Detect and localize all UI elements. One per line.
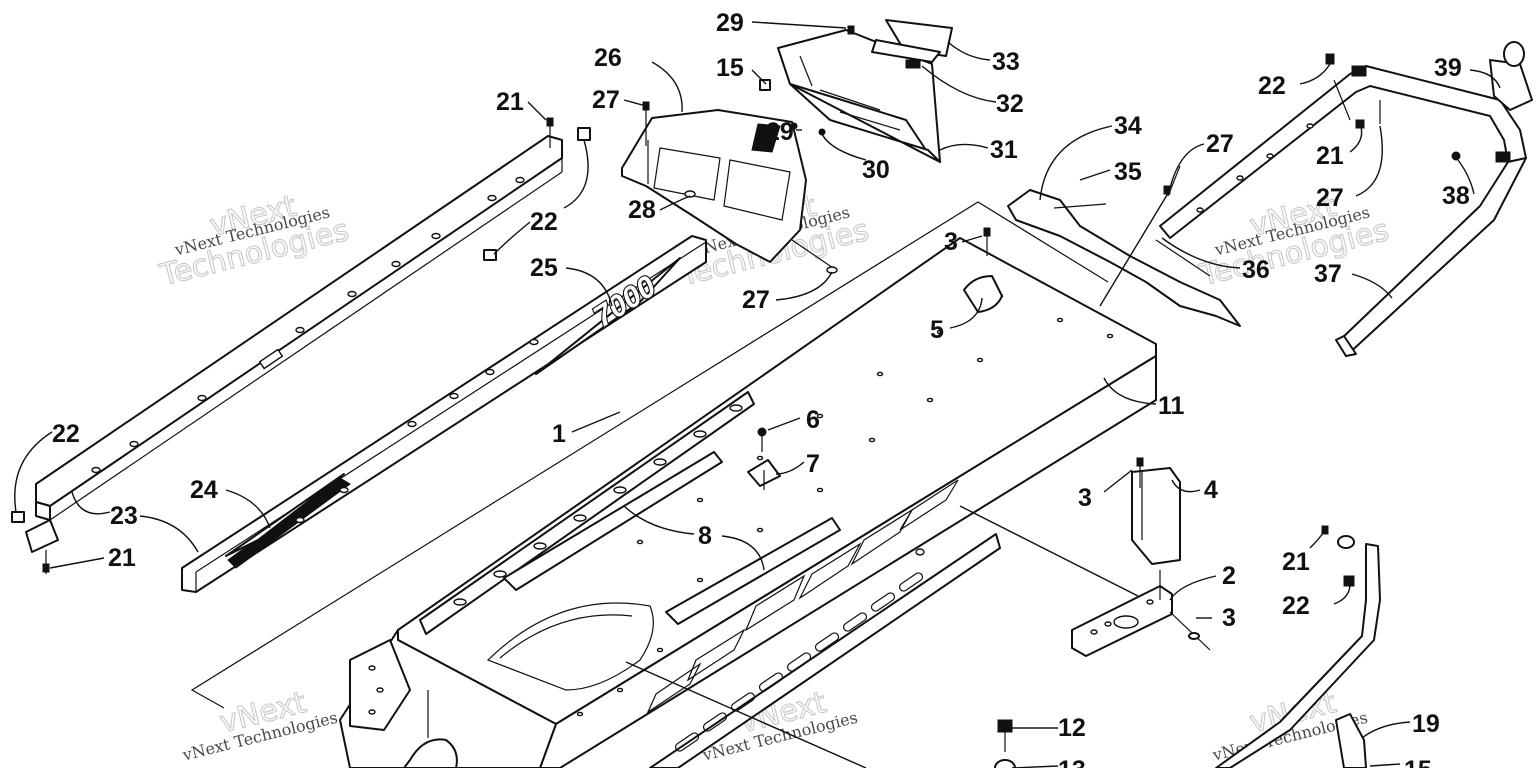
- callout-27: 27: [1206, 130, 1234, 158]
- callout-3: 3: [1078, 484, 1092, 512]
- callout-22: 22: [1282, 592, 1310, 620]
- tunnel-part-1: [339, 237, 1157, 769]
- callout-23: 23: [110, 502, 138, 530]
- callout-labels: 29 33 26 15 32 21 27 29 31 30 28 22 25 2…: [52, 9, 1470, 773]
- callout-37: 37: [1314, 260, 1342, 288]
- bracket-part-4: [1131, 467, 1181, 565]
- left-rail-part-23: [35, 135, 563, 521]
- callout-31: 31: [990, 136, 1018, 164]
- callout-1: 1: [552, 420, 566, 448]
- callout-7: 7: [806, 450, 820, 478]
- callout-35: 35: [1114, 158, 1142, 186]
- bracket-plate: [25, 519, 59, 553]
- small-fasteners-29-30-15: [759, 25, 855, 136]
- callout-2: 2: [1222, 562, 1236, 590]
- callout-21: 21: [496, 88, 524, 116]
- callout-28: 28: [628, 196, 656, 224]
- callout-33: 33: [992, 48, 1020, 76]
- console-part-26: [621, 101, 838, 274]
- bracket-part-2: [1071, 457, 1211, 657]
- callout-4: 4: [1204, 476, 1218, 504]
- callout-11: 11: [1158, 392, 1185, 420]
- nut-part-6: [757, 427, 767, 437]
- rear-bumper-part-37: [1159, 41, 1533, 357]
- callout-29: 29: [766, 118, 794, 146]
- toothed-rail: [419, 391, 755, 635]
- hardware-12-13: [994, 719, 1016, 773]
- callout-26: 26: [594, 44, 622, 72]
- leader-lines: [14, 21, 1501, 769]
- callout-13: 13: [1058, 756, 1086, 768]
- callout-27: 27: [1316, 184, 1344, 212]
- callout-29: 29: [716, 9, 744, 37]
- callout-8: 8: [698, 522, 712, 550]
- callout-27: 27: [742, 286, 770, 314]
- callout-30: 30: [862, 156, 890, 184]
- callout-38: 38: [1442, 182, 1470, 210]
- screw-21: [42, 563, 50, 573]
- screw-21-top: [546, 117, 554, 127]
- callout-39: 39: [1434, 54, 1462, 82]
- callout-21: 21: [1316, 142, 1344, 170]
- snow-flap-part-34: [1007, 165, 1241, 327]
- callout-25: 25: [530, 254, 558, 282]
- callout-6: 6: [806, 406, 820, 434]
- rear-handle-part-31: [777, 29, 941, 163]
- clip-nut-22: [11, 511, 25, 523]
- callout-21: 21: [108, 544, 136, 572]
- traction-strip-part-8: [503, 451, 841, 625]
- callout-3: 3: [1222, 604, 1236, 632]
- callout-34: 34: [1114, 112, 1142, 140]
- callout-15: 15: [716, 54, 744, 82]
- clip-nut-22-mid: [483, 249, 497, 261]
- callout-27: 27: [592, 86, 620, 114]
- callout-36: 36: [1242, 256, 1270, 284]
- callout-22: 22: [1258, 72, 1286, 100]
- clip-nut-22-top: [577, 127, 591, 141]
- callout-21: 21: [1282, 548, 1310, 576]
- strip-part-32: [871, 39, 941, 63]
- callout-19: 19: [1412, 710, 1440, 738]
- callout-15: 15: [1404, 756, 1432, 768]
- callout-3: 3: [944, 228, 958, 256]
- callout-22: 22: [530, 208, 558, 236]
- callout-32: 32: [996, 90, 1024, 118]
- callout-12: 12: [1058, 714, 1086, 742]
- tunnel-outline-frame: [190, 201, 1109, 709]
- bumper-part-5: [963, 275, 1003, 313]
- callout-22: 22: [52, 420, 80, 448]
- callout-24: 24: [190, 476, 218, 504]
- callout-5: 5: [930, 316, 944, 344]
- seat-bracket-part-33: [871, 19, 953, 69]
- deck-hardware: [747, 227, 1003, 490]
